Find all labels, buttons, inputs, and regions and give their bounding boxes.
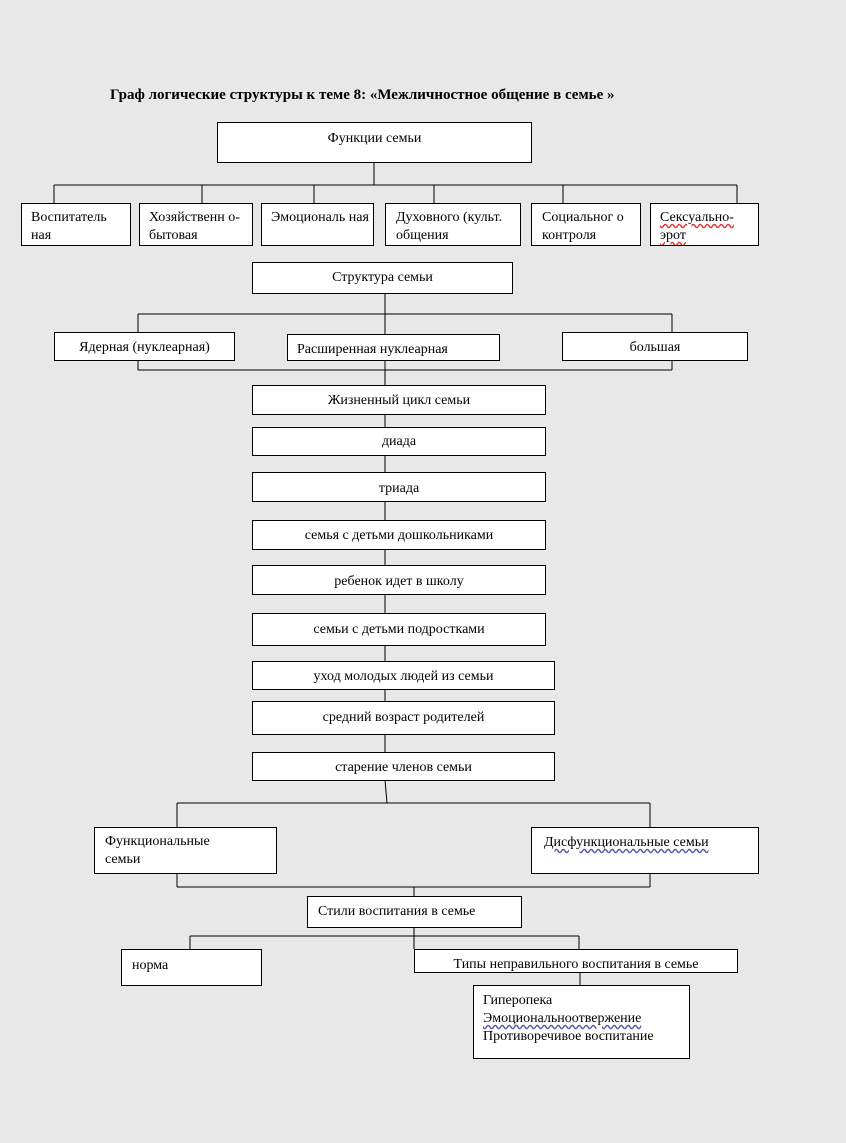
function-box: Воспитатель ная	[21, 203, 131, 246]
wrong-type-item: Противоречивое воспитание	[483, 1029, 654, 1044]
lifecycle-header-box: Жизненный цикл семьи	[252, 385, 546, 415]
function-box: Эмоциональ ная	[261, 203, 374, 246]
function-box: Социальног о контроля	[531, 203, 641, 246]
structure-box: большая	[562, 332, 748, 361]
function-label: Сексуально-эрот	[660, 210, 734, 243]
functional-families-box: Функциональные семьи	[94, 827, 277, 874]
wrong-upbringing-types-box: Гиперопека Эмоциональноотвержение Против…	[473, 985, 690, 1059]
functions-header-box: Функции семьи	[217, 122, 532, 163]
function-box: Духовного (культ. общения	[385, 203, 521, 246]
lifecycle-stage-box: ребенок идет в школу	[252, 565, 546, 595]
structure-box: Расширенная нуклеарная	[287, 334, 500, 361]
lifecycle-stage-box: уход молодых людей из семьи	[252, 661, 555, 690]
upbringing-norm-box: норма	[121, 949, 262, 986]
lifecycle-stage-box: старение членов семьи	[252, 752, 555, 781]
structure-box: Ядерная (нуклеарная)	[54, 332, 235, 361]
lifecycle-stage-box: семья с детьми дошкольниками	[252, 520, 546, 550]
structure-header-box: Структура семьи	[252, 262, 513, 294]
lifecycle-stage-box: триада	[252, 472, 546, 502]
function-box: Сексуально-эрот	[650, 203, 759, 246]
dysfunctional-families-label: Дисфункциональные семьи	[544, 835, 709, 850]
lifecycle-stage-box: семьи с детьми подростками	[252, 613, 546, 646]
wrong-type-label: Эмоциональноотвержение	[483, 1011, 642, 1026]
lifecycle-stage-box: средний возраст родителей	[252, 701, 555, 735]
upbringing-wrong-box: Типы неправильного воспитания в семье	[414, 949, 738, 973]
wrong-type-item: Эмоциональноотвержение	[483, 1010, 689, 1028]
function-box: Хозяйственн о-бытовая	[139, 203, 253, 246]
lifecycle-stage-box: диада	[252, 427, 546, 456]
dysfunctional-families-box: Дисфункциональные семьи	[531, 827, 759, 874]
wrong-type-item: Гиперопека	[483, 993, 553, 1008]
upbringing-header-box: Стили воспитания в семье	[307, 896, 522, 928]
page-title: Граф логические структуры к теме 8: «Меж…	[110, 87, 615, 103]
